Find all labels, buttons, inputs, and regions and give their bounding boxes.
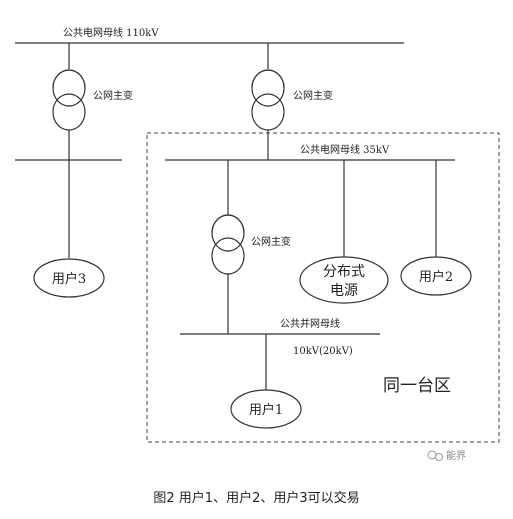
user2-label: 用户2: [419, 269, 453, 285]
right-transformer: [251, 69, 285, 131]
user2-node: [400, 256, 472, 296]
left-transformer-label: 公网主变: [93, 89, 133, 102]
user1-node: [230, 389, 302, 429]
transformer-winding-upper-arc: [251, 69, 285, 89]
inner-transformer-label: 公网主变: [251, 235, 291, 248]
left-transformer: [52, 69, 86, 131]
bus-10kv-label: 公共并网母线: [280, 317, 340, 330]
zone-label: 同一台区: [383, 376, 451, 396]
dg-label-line2: 电源: [330, 283, 358, 299]
figure-caption: 图2 用户1、用户2、用户3可以交易: [153, 491, 360, 506]
watermark-icon: [427, 450, 437, 460]
bus-10kv-voltage: 10kV(20kV): [293, 346, 353, 357]
inner-transformer: [211, 214, 245, 275]
transformer-winding-upper-arc: [211, 214, 245, 234]
watermark-text: 能界: [446, 449, 466, 462]
watermark-icon-part: [435, 453, 443, 461]
zone-boundary: [146, 132, 500, 443]
dg-node: [299, 256, 389, 304]
bus-110kv-label: 公共电网母线 110kV: [63, 26, 159, 39]
user3-node: [33, 258, 105, 298]
user3-label: 用户3: [52, 271, 86, 287]
watermark: 能界: [427, 449, 466, 462]
bus-35kv-label: 公共电网母线 35kV: [300, 143, 390, 156]
dg-label-line1: 分布式: [323, 264, 365, 280]
right-transformer-label: 公网主变: [293, 89, 333, 102]
transformer-winding-upper-arc: [52, 69, 86, 89]
user1-label: 用户1: [249, 402, 283, 418]
